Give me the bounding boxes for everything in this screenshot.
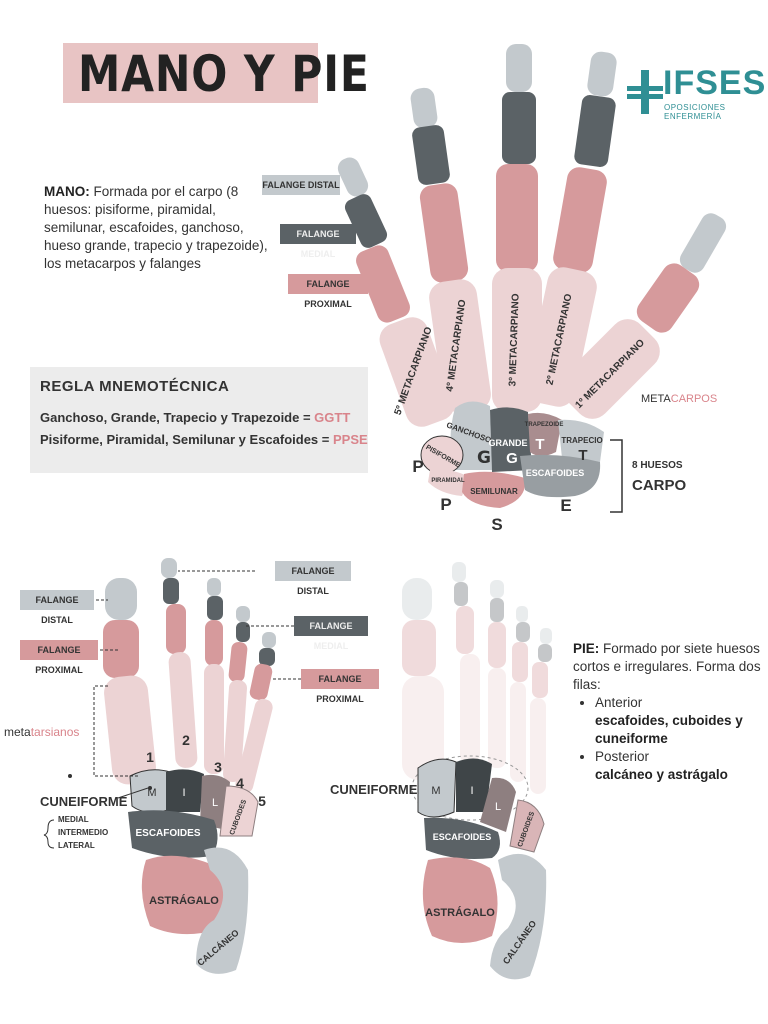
piramidal-label: PIRAMIDAL xyxy=(431,478,465,484)
pie-text: Formado por siete huesos cortos e irregu… xyxy=(573,641,761,692)
finger-3 xyxy=(496,44,538,272)
carpo-count-label: 8 HUESOS xyxy=(632,460,683,471)
metatarsianos-label: metatarsianos xyxy=(4,725,79,739)
pie-posterior-label: Posterior xyxy=(595,749,649,764)
left-cuneiform-i: I xyxy=(182,787,185,799)
metacarpos-label: METACARPOS xyxy=(641,393,717,405)
cuneiform-medial-label: MEDIAL xyxy=(58,815,89,824)
carpo-bracket xyxy=(610,440,622,512)
right-astragalo xyxy=(423,857,498,943)
left-astragalo-label: ASTRÁGALO xyxy=(149,894,219,907)
finger-2 xyxy=(551,50,618,274)
cuneiform-intermedio-label: INTERMEDIO xyxy=(58,828,108,837)
pie-row-posterior: Posterior calcáneo y astrágalo xyxy=(595,748,763,784)
num-3: 3 xyxy=(214,759,222,775)
hand-diagram: 5º METACARPIANO 4º METACARPIANO 3º METAC… xyxy=(0,0,768,540)
grande-label: GRANDE xyxy=(488,438,527,448)
pie-heading: PIE: xyxy=(573,641,599,656)
right-escafoides-label: ESCAFOIDES xyxy=(433,832,492,842)
pie-anterior-bones: escafoides, cuboides y cuneiforme xyxy=(595,713,743,746)
pie-description: PIE: Formado por siete huesos cortos e i… xyxy=(573,640,763,784)
trapecio-label: TRAPECIO xyxy=(561,436,602,445)
cuneiform-lateral-label: LATERAL xyxy=(58,841,95,850)
left-escafoides-label: ESCAFOIDES xyxy=(135,828,200,839)
right-cuneiform-title: CUNEIFORME xyxy=(330,782,417,797)
right-cuneiform-i: I xyxy=(470,785,473,797)
semilunar-label: SEMILUNAR xyxy=(470,487,518,496)
letter-t2: T xyxy=(578,447,587,464)
pie-rows-list: Anterior escafoides, cuboides y cuneiform… xyxy=(573,694,763,784)
right-cuneiform-l: L xyxy=(495,801,501,813)
metacarpos-meta: META xyxy=(641,393,671,405)
num-4: 4 xyxy=(236,775,244,791)
pie-anterior-label: Anterior xyxy=(595,695,642,710)
letter-p1: P xyxy=(412,457,423,476)
metatarsianos-tarsianos: tarsianos xyxy=(31,725,80,739)
pie-posterior-bones: calcáneo y astrágalo xyxy=(595,767,728,782)
right-cuneiform-m: M xyxy=(431,785,440,797)
left-foot-tarsals xyxy=(128,769,258,973)
right-astragalo-label: ASTRÁGALO xyxy=(425,906,495,919)
right-calcaneo xyxy=(490,854,546,979)
left-cuneiform-l: L xyxy=(212,797,218,809)
letter-s: S xyxy=(491,515,502,534)
metacarpos-carpos: CARPOS xyxy=(671,393,717,405)
left-cuneiform-title: CUNEIFORME xyxy=(40,794,128,809)
num-5: 5 xyxy=(258,793,266,809)
letter-g1: G xyxy=(477,448,491,468)
metatarsianos-meta: meta xyxy=(4,725,31,739)
letter-t1: T xyxy=(535,436,544,453)
letter-p2: P xyxy=(440,495,451,514)
pie-row-anterior: Anterior escafoides, cuboides y cuneiform… xyxy=(595,694,763,748)
letter-e: E xyxy=(560,496,571,515)
finger-1 xyxy=(632,210,730,338)
finger-4 xyxy=(409,87,469,285)
escafoides-label: ESCAFOIDES xyxy=(526,468,585,478)
carpo-label: CARPO xyxy=(632,477,687,494)
num-1: 1 xyxy=(146,749,154,765)
letter-g2: G xyxy=(506,450,518,467)
trapezoide-label: TRAPEZOIDE xyxy=(525,422,564,428)
trapezoide-bone xyxy=(528,413,562,456)
finger-5 xyxy=(335,154,413,325)
num-2: 2 xyxy=(182,732,190,748)
